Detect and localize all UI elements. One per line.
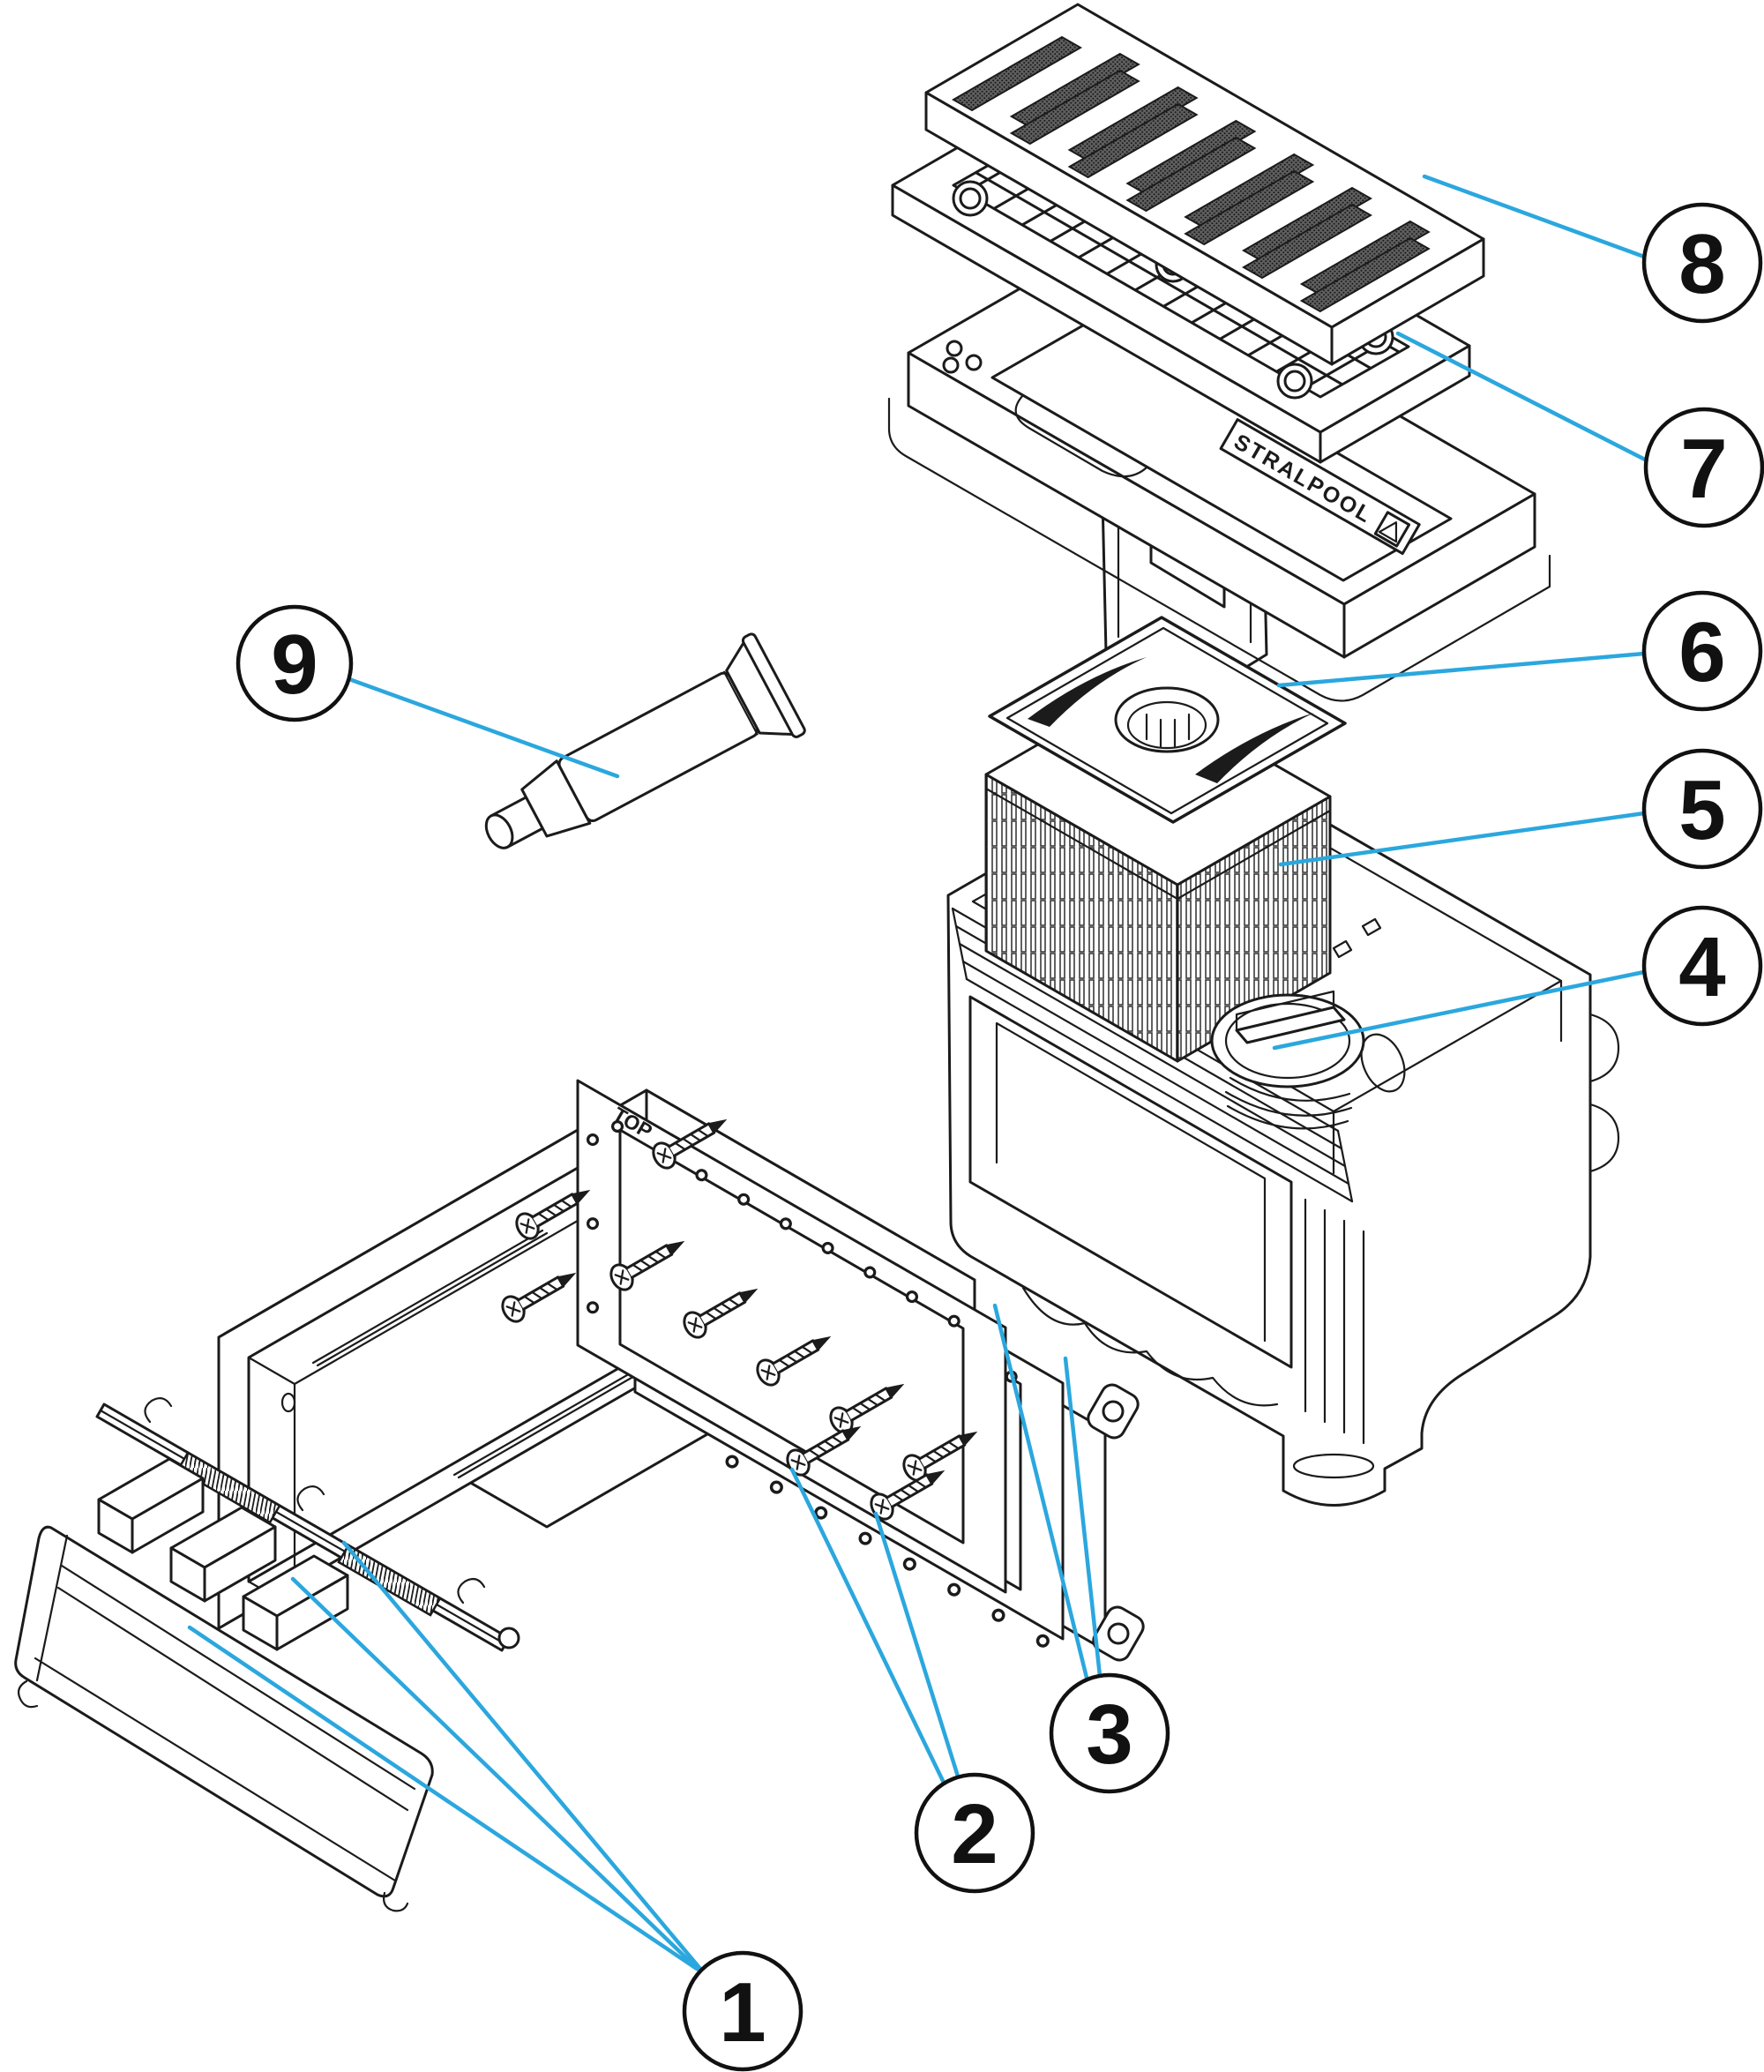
callout-3: 3 [1049,1672,1170,1794]
sealant-tube-part9 [484,632,806,849]
callout-9: 9 [235,604,354,722]
svg-text:2: 2 [951,1787,998,1881]
tray-hole [946,340,963,357]
weir-flap-part1 [14,1525,434,1912]
callout-7: 7 [1643,407,1764,528]
leader-lines [187,174,1649,1982]
weir-axle-springs [95,1396,520,1652]
torsion-spring [337,1544,442,1617]
leader-6-lid [1276,651,1647,688]
threaded-plug-part4 [1210,990,1365,1130]
float-block [242,1554,349,1651]
svg-text:6: 6 [1678,605,1725,699]
leader-5-basket [1278,811,1647,867]
callouts: 1 2 3 4 5 6 7 8 [235,202,1764,2072]
flap-hinge-hooks [17,1679,409,1912]
leader-7-frame [1395,331,1649,463]
tray-hole [965,354,983,371]
float-block [97,1457,205,1554]
body-ribs [1304,1198,1365,1445]
leader-1-block [290,1576,706,1977]
brand-logo-icon [1378,521,1398,543]
svg-text:9: 9 [271,617,318,712]
spring-clips [144,1396,486,1604]
callout-8: 8 [1641,202,1763,324]
leader-2-screw [873,1511,961,1782]
leader-1-axle [341,1540,712,1982]
callout-5: 5 [1641,748,1763,870]
guide-rods [311,1229,690,1479]
leader-9-tube [347,677,620,779]
leader-2-screw [789,1467,947,1787]
side-pipe-stubs [1588,1013,1620,1173]
leader-3-gasket [992,1303,1090,1684]
tray-hole [942,356,960,374]
float-blocks [97,1457,349,1651]
outlet-pipe [1292,1453,1375,1479]
leader-1-flap [187,1625,699,1971]
plug-handle [1235,1006,1346,1044]
lid-center-hole [1114,686,1220,753]
leader-4-plug [1272,969,1647,1051]
svg-text:4: 4 [1678,920,1725,1014]
callout-6: 6 [1641,590,1763,712]
callout-1: 1 [682,1950,804,2072]
lid-tray: STRALPOOL [887,241,1551,702]
side-hole [1360,1033,1406,1093]
svg-text:7: 7 [1680,422,1727,516]
float-block [169,1506,277,1603]
brand-logo-box [1373,511,1411,548]
svg-text:3: 3 [1086,1687,1132,1782]
grate-cover-part8 [924,3,1485,366]
leader-8-grate [1422,174,1647,259]
lid-slot-left [1028,657,1147,727]
body-flange [968,995,1293,1369]
svg-text:5: 5 [1678,763,1725,857]
grate-slots [951,35,1430,312]
basket-lid-part6 [988,616,1347,824]
callout-4: 4 [1641,905,1763,1027]
svg-text:1: 1 [719,1965,766,2060]
gasket-outer-part3: TOP [576,1079,1007,1594]
leader-3-gasket [1063,1356,1102,1679]
basket-clips [1332,917,1382,959]
svg-text:8: 8 [1678,217,1725,311]
callout-2: 2 [914,1772,1035,1894]
lid-slot-right [1195,713,1314,783]
